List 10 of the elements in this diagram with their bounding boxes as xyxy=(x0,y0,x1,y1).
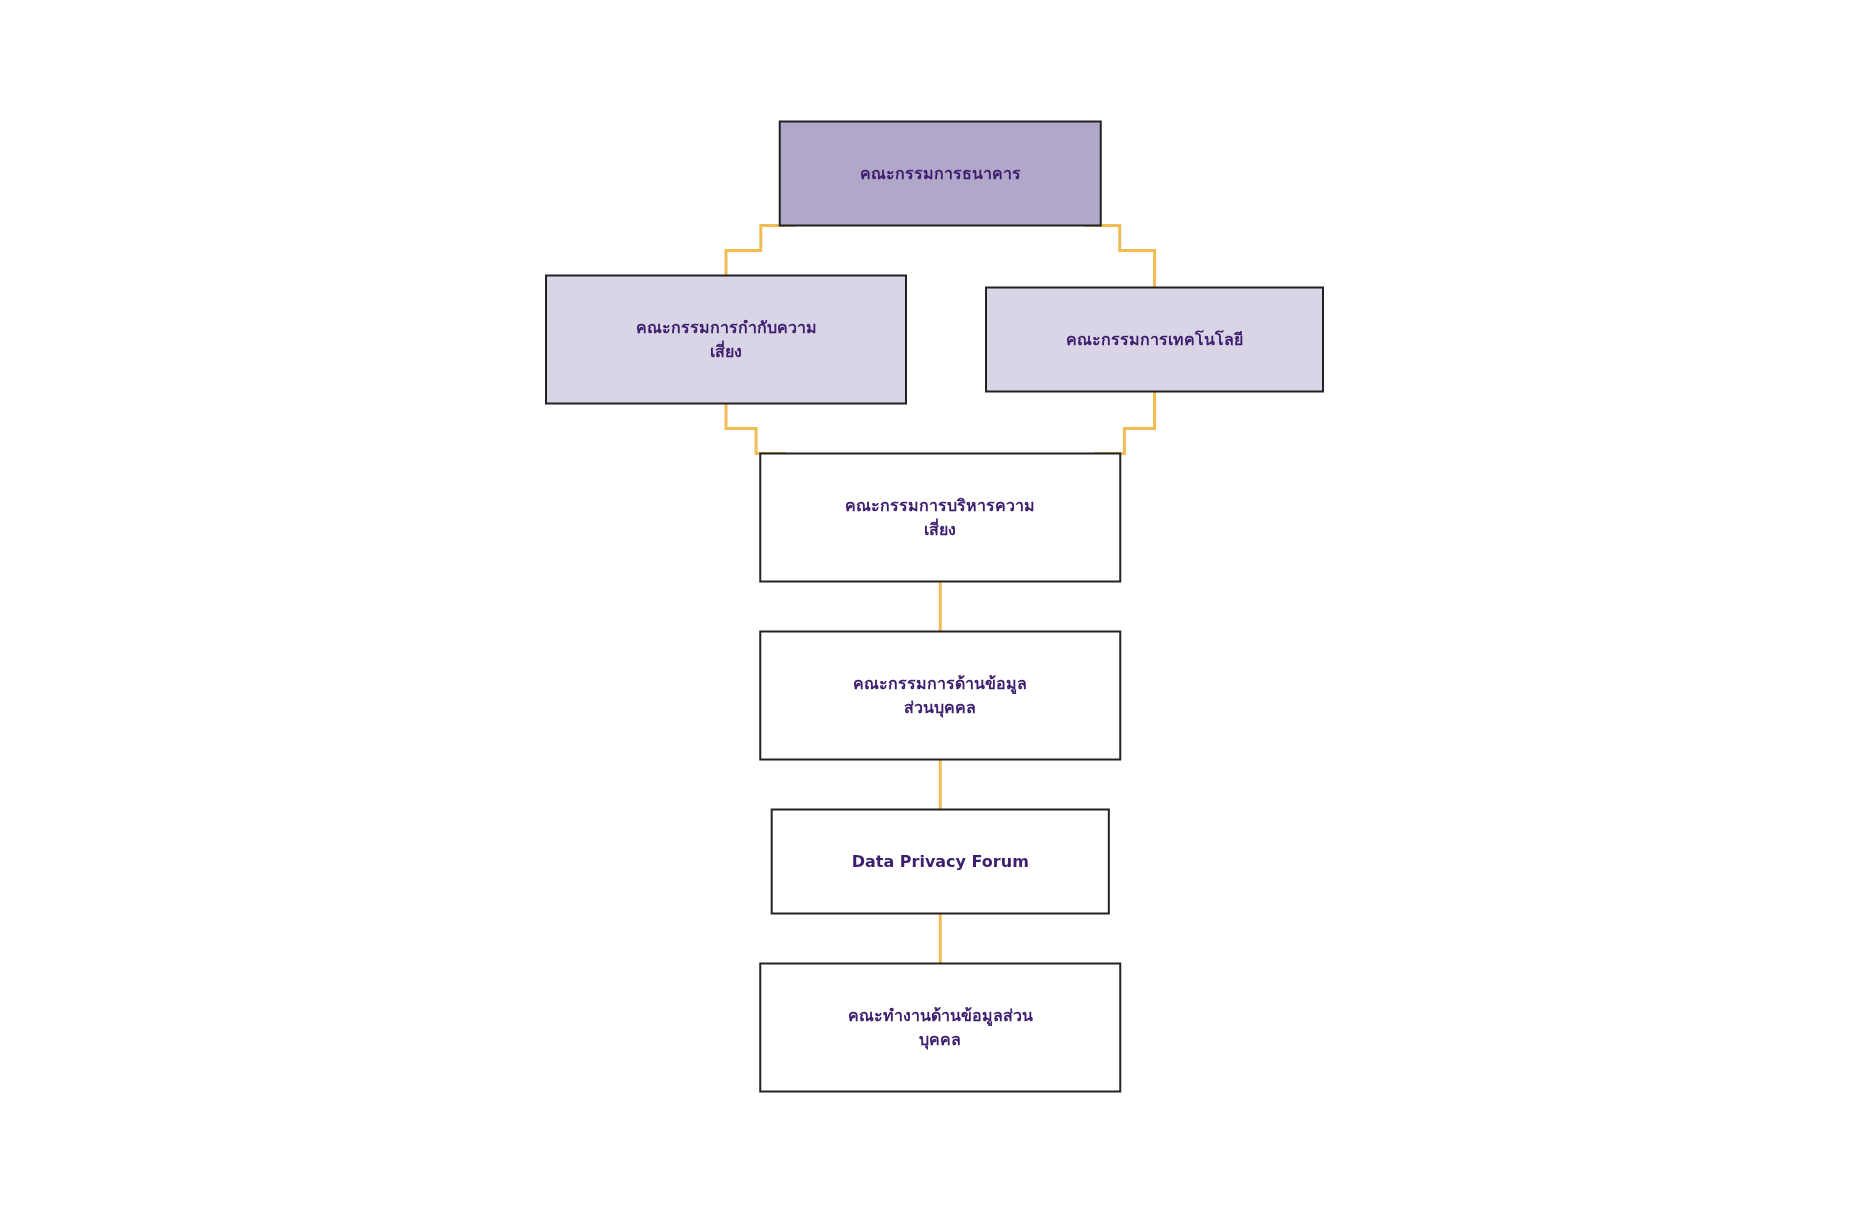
node-box: คณะกรรมการเทคโนโลยี xyxy=(984,286,1324,393)
node-box: คณะกรรมการบริหารความเสี่ยง xyxy=(758,452,1121,583)
node-box: Data Privacy Forum xyxy=(770,808,1110,915)
node-box: คณะกรรมการด้านข้อมูลส่วนบุคคล xyxy=(758,630,1121,761)
connector xyxy=(938,580,942,633)
node-box: คณะกรรมการกำกับความเสี่ยง xyxy=(544,274,907,405)
connector xyxy=(938,912,942,965)
connector xyxy=(938,758,942,811)
node-box: คณะทำงานด้านข้อมูลส่วนบุคคล xyxy=(758,962,1121,1093)
node-box: คณะกรรมการธนาคาร xyxy=(778,120,1102,227)
